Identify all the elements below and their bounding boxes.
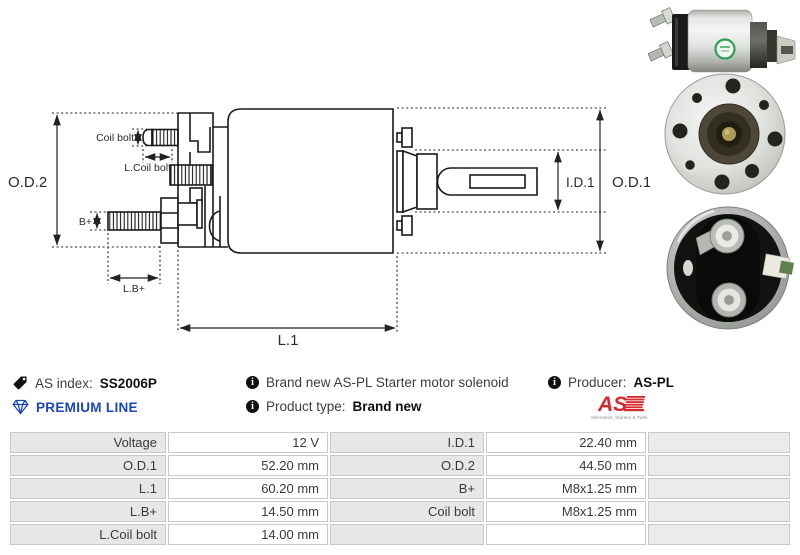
table-row: O.D.1 52.20 mm O.D.2 44.50 mm xyxy=(10,455,790,476)
terminal-bolt-bottom xyxy=(711,282,747,318)
spec-label: L.Coil bolt xyxy=(10,524,166,545)
solenoid-cap xyxy=(672,14,690,70)
spec-label: B+ xyxy=(330,478,484,499)
spec-label: Voltage xyxy=(10,432,166,453)
product-type-row: Product type: Brand new xyxy=(246,399,422,414)
spec-label: O.D.2 xyxy=(330,455,484,476)
spec-value: 44.50 mm xyxy=(486,455,646,476)
dim-label-od2: O.D.2 xyxy=(8,174,47,191)
dim-label-l-coil-bolt: L.Coil bolt xyxy=(124,162,171,174)
logo-stripes xyxy=(624,396,645,412)
dim-label-l-b-plus: L.B+ xyxy=(123,283,145,295)
premium-line-badge: PREMIUM LINE xyxy=(36,399,138,415)
connector-tab xyxy=(762,253,794,280)
spec-label: L.B+ xyxy=(10,501,166,522)
spec-label xyxy=(330,524,484,545)
tag-icon xyxy=(12,375,28,391)
photo-back-image xyxy=(666,206,794,330)
spec-filler-cell xyxy=(648,432,790,453)
spec-label: L.1 xyxy=(10,478,166,499)
technical-diagram: O.D.2 Coil bolt L.Coil bolt B+ L.B+ L.1 … xyxy=(8,107,651,349)
spec-value: 12 V xyxy=(168,432,328,453)
dim-label-b-plus: B+ xyxy=(79,216,92,228)
table-row: Voltage 12 V I.D.1 22.40 mm xyxy=(10,432,790,453)
terminal-bolts xyxy=(647,7,676,62)
spec-value xyxy=(486,524,646,545)
info-icon xyxy=(246,376,259,389)
producer-label: Producer: xyxy=(568,375,627,390)
table-row: L.B+ 14.50 mm Coil bolt M8x1.25 mm xyxy=(10,501,790,522)
dim-label-coil-bolt: Coil bolt xyxy=(96,132,134,144)
logo-as-text: AS xyxy=(597,393,627,416)
logo-tagline: Alternators, Starters & Parts xyxy=(590,415,648,420)
product-type-value: Brand new xyxy=(352,399,422,414)
info-icon xyxy=(548,376,561,389)
spec-label: Coil bolt xyxy=(330,501,484,522)
spec-filler-cell xyxy=(648,478,790,499)
product-photo-front-view[interactable] xyxy=(653,72,798,196)
product-photo-side-view[interactable] xyxy=(647,2,798,80)
spec-table: Voltage 12 V I.D.1 22.40 mm O.D.1 52.20 … xyxy=(8,430,792,547)
dimension-arrows xyxy=(53,109,604,332)
as-index-row: AS index: SS2006P xyxy=(12,375,157,391)
dim-label-od1: O.D.1 xyxy=(612,174,650,191)
green-quality-sticker xyxy=(714,38,736,60)
product-description: Brand new AS-PL Starter motor solenoid xyxy=(266,375,509,390)
product-photo-back-view[interactable] xyxy=(658,198,798,333)
spec-value: M8x1.25 mm xyxy=(486,501,646,522)
table-row: L.Coil bolt 14.00 mm xyxy=(10,524,790,545)
spec-label: I.D.1 xyxy=(330,432,484,453)
center-bearing xyxy=(698,103,760,165)
producer-row: Producer: AS-PL xyxy=(548,375,674,390)
dim-label-id1: I.D.1 xyxy=(566,175,595,190)
as-pl-logo: AS Alternators, Starters & Parts xyxy=(586,392,652,427)
as-index-label: AS index: xyxy=(35,375,93,391)
side-insulator xyxy=(683,260,693,276)
spec-filler-cell xyxy=(648,455,790,476)
terminal-bolt-top xyxy=(709,218,745,254)
description-row: Brand new AS-PL Starter motor solenoid xyxy=(246,375,509,390)
spec-value: 22.40 mm xyxy=(486,432,646,453)
spec-filler-cell xyxy=(648,524,790,545)
solenoid-outline xyxy=(107,108,538,254)
spec-value: 52.20 mm xyxy=(168,455,328,476)
dim-label-l1: L.1 xyxy=(278,332,299,349)
spec-label: O.D.1 xyxy=(10,455,166,476)
spec-filler-cell xyxy=(648,501,790,522)
photo-front-image xyxy=(664,73,786,195)
spec-value: 14.00 mm xyxy=(168,524,328,545)
product-type-label: Product type: xyxy=(266,399,346,414)
flange-holes xyxy=(672,78,783,190)
premium-line-row: PREMIUM LINE xyxy=(12,399,138,415)
extension-lines xyxy=(52,107,608,333)
as-index-value: SS2006P xyxy=(99,375,157,391)
info-icon xyxy=(246,400,259,413)
diamond-icon xyxy=(12,399,29,415)
solenoid-collar xyxy=(750,22,767,68)
spec-value: 14.50 mm xyxy=(168,501,328,522)
table-row: L.1 60.20 mm B+ M8x1.25 mm xyxy=(10,478,790,499)
spec-value: 60.20 mm xyxy=(168,478,328,499)
photo-side-image xyxy=(647,7,796,73)
spec-value: M8x1.25 mm xyxy=(486,478,646,499)
producer-value: AS-PL xyxy=(633,375,675,390)
solenoid-dimension-drawing: O.D.2 Coil bolt L.Coil bolt B+ L.B+ L.1 … xyxy=(8,107,651,349)
